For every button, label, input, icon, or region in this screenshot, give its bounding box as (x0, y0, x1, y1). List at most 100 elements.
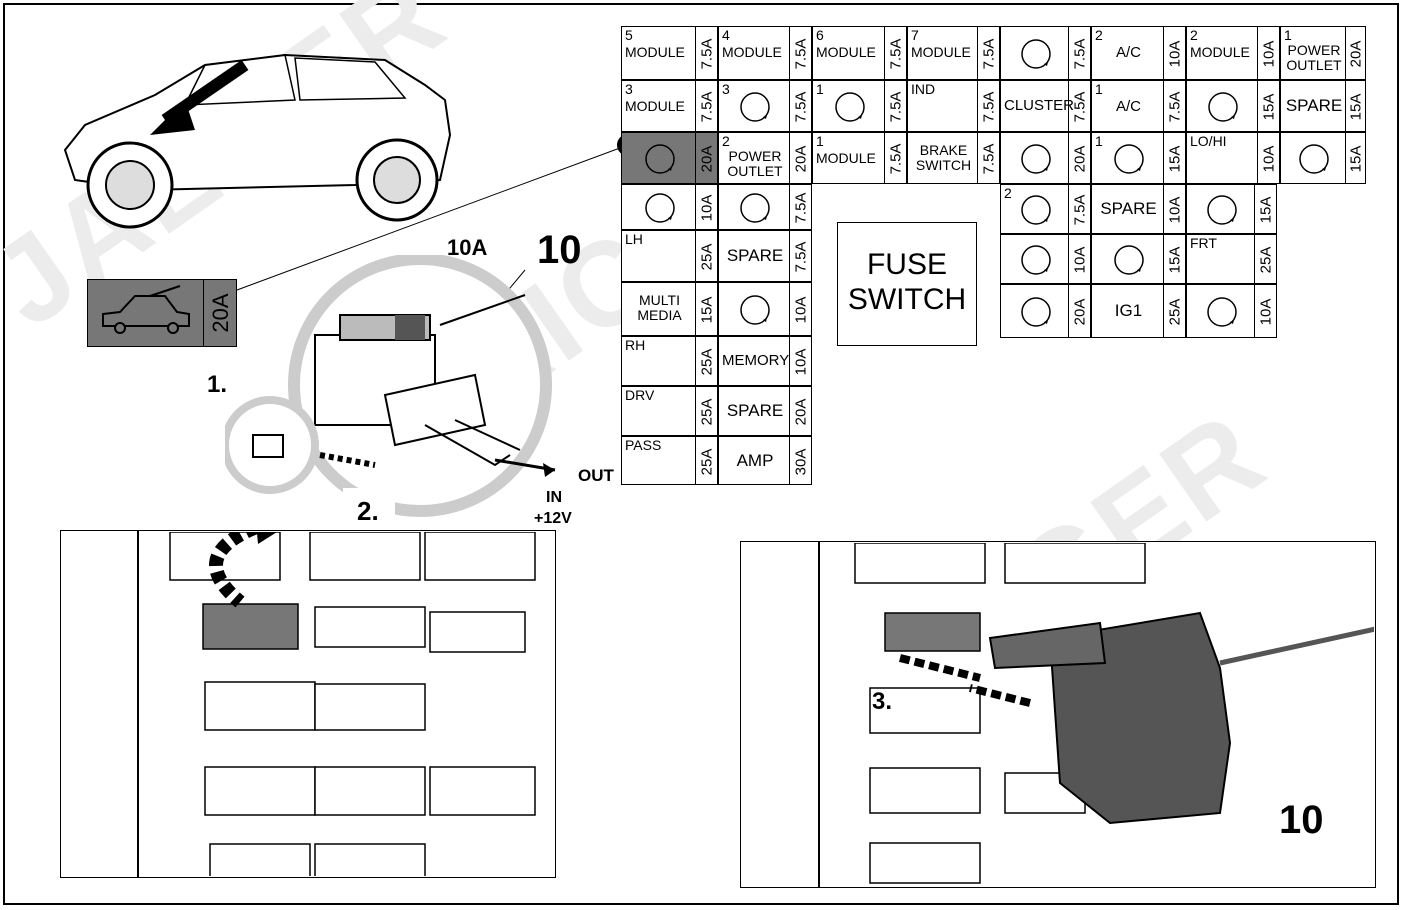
fuse-label: MODULE (1190, 44, 1250, 60)
fuse-number: 3 (722, 81, 730, 97)
fuse-rating-label: 10A (447, 235, 488, 260)
fuse-rating-cell: 7.5A (977, 81, 999, 131)
left-fuse-18: 10A (718, 282, 812, 336)
fuse-rating: 7.5A (887, 91, 904, 123)
car-trunk-icon (102, 285, 190, 334)
fuse-rating-cell: 10A (1257, 133, 1279, 183)
step-1-label: 1. (207, 371, 228, 398)
fuse-label: MODULE (911, 44, 971, 60)
fuse-slots-right (854, 543, 1374, 884)
fuse-rating: 10A (1257, 298, 1274, 326)
fuse-rating: 7.5A (1071, 38, 1088, 70)
fuse-rating: 20A (1071, 298, 1088, 326)
fuse-symbol-icon (740, 295, 770, 325)
right-fuse-7: 15A (1186, 80, 1280, 132)
fuse-rating: 10A (698, 194, 715, 222)
fuse-number: 7 (911, 27, 919, 43)
fuse-rating-cell: 20A (1345, 27, 1365, 79)
left-fuse-9: 20A (621, 132, 718, 184)
fuse-rating: 25A (1166, 298, 1183, 326)
divider-left (137, 530, 139, 878)
right-fuse-19: 20A (1000, 284, 1091, 338)
fuse-number: 2 (1095, 27, 1103, 43)
fuse-label: DRV (625, 387, 655, 403)
fuse-symbol-icon (644, 144, 675, 174)
right-fuse-21: 10A (1186, 284, 1277, 338)
step-2-box: 2. (343, 488, 395, 532)
fuse-number: 4 (722, 27, 730, 43)
fuse-rating-cell: 7.5A (977, 133, 999, 183)
fuse-number: 3 (625, 81, 633, 97)
fuse-rating: 20A (1347, 40, 1364, 68)
right-fuse-9: 20A (1000, 132, 1091, 184)
fuse-rating: 30A (792, 448, 809, 475)
fuse-number: 2 (1190, 27, 1198, 43)
fuse-rating: 7.5A (887, 38, 904, 70)
fuse-label: SPARE (1285, 96, 1343, 115)
fuse-symbol-icon (1299, 144, 1329, 174)
fuse-rating-cell: 7.5A (1068, 27, 1090, 79)
fuse-label: MEMORY (722, 352, 790, 369)
fuse-rating: 20A (792, 398, 809, 426)
fuse-rating-cell: 15A (1257, 81, 1279, 131)
right-fuse-12: 15A (1280, 132, 1366, 184)
fuse-rating: 10A (1260, 145, 1277, 173)
right-fuse-15: 15A (1186, 184, 1277, 234)
inset-rating-cell: 20A (203, 279, 238, 347)
left-fuse-13: 10A (621, 184, 718, 230)
fuse-rating: 15A (1166, 246, 1183, 274)
right-fuse-17: 15A (1091, 234, 1186, 284)
fuse-rating: 25A (698, 398, 715, 426)
right-fuse-1: 7.5A (1000, 26, 1091, 80)
fuse-label: POWER OUTLET (1286, 42, 1342, 73)
right-fuse-11: LO/HI 10A (1186, 132, 1280, 184)
fuse-rating: 7.5A (698, 38, 715, 70)
fuse-rating-cell: 20A (695, 133, 717, 183)
left-fuse-24: AMP 30A (718, 436, 812, 485)
fuse-label: LO/HI (1190, 133, 1227, 149)
out-label: OUT (578, 466, 614, 485)
fuse-rating: 10A (1166, 196, 1183, 224)
fuse-rating: 7.5A (1071, 194, 1088, 226)
fuse-rating-cell: 7.5A (695, 81, 717, 131)
fuse-rating: 7.5A (980, 91, 997, 123)
fuse-switch-line2: SWITCH (847, 283, 967, 316)
fuse-switch-box: FUSE SWITCH (837, 222, 977, 346)
fuse-tester-magnifier (225, 255, 556, 517)
fuse-rating-cell: 7.5A (789, 27, 811, 79)
fuse-rating-cell: 7.5A (1068, 81, 1090, 131)
fuse-rating-cell: 10A (1068, 235, 1090, 283)
fuse-rating-cell: 7.5A (1163, 81, 1185, 131)
fuse-symbol-icon (1020, 297, 1051, 327)
fuse-rating-cell: 20A (1068, 133, 1090, 183)
fuse-label: POWER OUTLET (727, 148, 783, 179)
ref-number-top: 10 (537, 228, 582, 272)
fuse-symbol-icon (1113, 144, 1144, 174)
fuse-rating-cell: 25A (695, 337, 717, 385)
fuse-rating-cell: 10A (1257, 27, 1279, 79)
fuse-number: 5 (625, 27, 633, 43)
fuse-rating-cell: 10A (1163, 185, 1185, 233)
fuse-rating-cell: 15A (1345, 81, 1365, 131)
fuse-rating-cell: 10A (695, 185, 717, 229)
fuse-label: AMP (736, 450, 774, 470)
fuse-rating-cell: 7.5A (789, 185, 811, 229)
